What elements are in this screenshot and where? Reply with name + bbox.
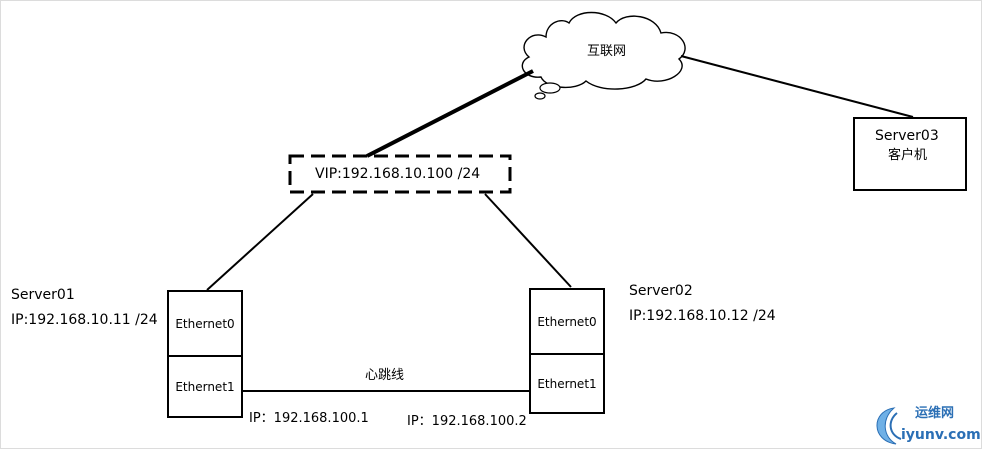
server03-name: Server03 [875,128,939,144]
server01-ethernet1: Ethernet1 [169,357,241,416]
server02-name: Server02 [629,283,693,299]
server02-ethernet0-label: Ethernet0 [537,314,597,329]
vip-to-server01-link [206,193,314,291]
vip-to-internet-link [366,69,534,158]
server02-ip: IP:192.168.10.12 /24 [629,308,776,324]
server02-heartbeat-ip: IP：192.168.100.2 [407,414,527,429]
server02-ethernet0: Ethernet0 [531,290,603,355]
server03-role: 客户机 [888,148,928,163]
watermark-domain: iyunv.com [901,427,981,443]
vip-box [288,154,512,194]
server01-ip: IP:192.168.10.11 /24 [11,312,158,328]
server02-ethernet1-label: Ethernet1 [537,376,597,391]
server01-ethernet0-label: Ethernet0 [175,316,235,331]
server02-ethernet1: Ethernet1 [531,355,603,412]
heartbeat-label: 心跳线 [365,368,405,383]
watermark-name: 运维网 [915,406,955,421]
server01-name: Server01 [11,287,75,303]
server01-box: Ethernet0 Ethernet1 [167,290,243,418]
cloud-shape [521,11,686,100]
watermark-logo-icon [876,407,902,445]
server03-box: Server03 客户机 [853,117,967,191]
internet-to-server03-link [680,55,914,118]
vip-to-server02-link [484,193,572,288]
server02-box: Ethernet0 Ethernet1 [529,288,605,414]
server01-heartbeat-ip: IP：192.168.100.1 [249,411,369,426]
internet-label: 互联网 [587,44,627,59]
server01-ethernet1-label: Ethernet1 [175,379,235,394]
server01-ethernet0: Ethernet0 [169,292,241,357]
vip-label: VIP:192.168.10.100 /24 [315,166,481,182]
